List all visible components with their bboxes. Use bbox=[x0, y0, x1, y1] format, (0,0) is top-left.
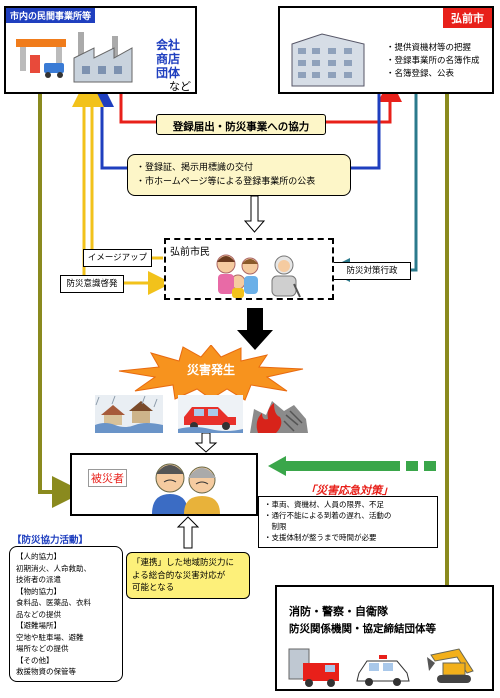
flood-icon bbox=[95, 395, 163, 433]
activity-line: 場所などの提供 bbox=[16, 644, 69, 653]
responders-line1: 消防・警察・自衛隊 bbox=[289, 605, 388, 618]
business-type: 商店 bbox=[156, 52, 181, 66]
traffic-accident-icon bbox=[178, 395, 243, 433]
emergency-item: ・車両、資機材、人員の限界、不足 bbox=[264, 500, 384, 509]
emergency-item: ・通行不能による到着の遅れ、活動の bbox=[264, 511, 392, 520]
emergency-item: ・支援体制が整うまで時間が必要 bbox=[264, 533, 377, 542]
awareness-text: 防災意識啓発 bbox=[66, 279, 118, 289]
emergency-title: 「災害応急対策」 bbox=[305, 484, 393, 497]
city-duty: ・登録事業所の名簿作成 bbox=[386, 56, 480, 66]
city-box: 弘前市 ・提供資機材等の把握 ・登録事業所の名簿作成 ・名簿登録、公表 bbox=[278, 6, 494, 94]
victims-label: 被災者 bbox=[88, 469, 127, 487]
gas-station-icon bbox=[16, 39, 66, 78]
activity-line: 【避難場所】 bbox=[16, 621, 61, 630]
admin-text: 防災対策行政 bbox=[346, 266, 398, 276]
responders-box: 消防・警察・自衛隊 防災関係機関・協定締結団体等 bbox=[275, 585, 494, 691]
cooperation-line: 可能となる bbox=[132, 583, 175, 593]
fire-truck-icon bbox=[288, 648, 339, 687]
city-duty: ・名簿登録、公表 bbox=[386, 69, 455, 79]
admin-label: 防災対策行政 bbox=[333, 262, 411, 280]
excavator-icon bbox=[427, 648, 474, 683]
family-icon bbox=[216, 254, 259, 298]
activities-box: 【人的協力】 初期消火、人命救助、 技術者の派遣 【物的協力】 食料品、医薬品、… bbox=[9, 546, 123, 682]
elderly-icon bbox=[271, 255, 301, 298]
image-up-label: イメージアップ bbox=[83, 249, 152, 267]
activities-title: 【防災協力活動】 bbox=[12, 535, 89, 546]
emergency-box: ・車両、資機材、人員の限界、不足 ・通行不能による到着の遅れ、活動の 制限 ・支… bbox=[258, 496, 438, 548]
cooperation-line: 「連携」した地域防災力に bbox=[132, 558, 235, 568]
awareness-label: 防災意識啓発 bbox=[60, 275, 124, 293]
city-hall-icon bbox=[291, 33, 365, 87]
responders-line2: 防災関係機関・協定締結団体等 bbox=[289, 623, 436, 635]
image-up-text: イメージアップ bbox=[87, 253, 148, 263]
activity-line: 技術者の派遣 bbox=[16, 575, 61, 584]
activity-line: 空地や駐車場、避難 bbox=[16, 632, 84, 642]
business-tag: 市内の民間事業所等 bbox=[6, 8, 96, 23]
disaster-label: 災害発生 bbox=[187, 363, 236, 377]
activity-line: 食料品、医薬品、衣料 bbox=[16, 598, 91, 607]
emergency-item: 制限 bbox=[264, 522, 287, 531]
cooperation-box: 「連携」した地域防災力に よる総合的な災害対応が 可能となる bbox=[126, 552, 250, 599]
victims-box: 被災者 bbox=[70, 453, 258, 516]
business-types: 会社 商店 団体 bbox=[156, 38, 180, 80]
city-tag: 弘前市 bbox=[443, 8, 492, 28]
publication-box: ・登録証、掲示用標識の交付 ・市ホームページ等による登録事業所の公表 bbox=[127, 154, 351, 196]
police-car-icon bbox=[356, 655, 410, 686]
activity-line: 【物的協力】 bbox=[16, 586, 61, 596]
registration-label: 登録届出・防災事業への協力 bbox=[172, 121, 310, 133]
registration-label-box: 登録届出・防災事業への協力 bbox=[156, 114, 326, 135]
activity-line: 救援物資の保管等 bbox=[16, 667, 76, 676]
citizens-box: 弘前市民 bbox=[164, 238, 334, 300]
activity-line: 【人的協力】 bbox=[16, 552, 61, 561]
factory-icon bbox=[73, 32, 133, 83]
activity-line: 初期消火、人命救助、 bbox=[16, 563, 91, 573]
victims-icon bbox=[152, 463, 220, 514]
fire-collapse-icon bbox=[250, 401, 308, 433]
cooperation-line: よる総合的な災害対応が bbox=[132, 570, 226, 581]
business-type: 団体 bbox=[156, 66, 181, 80]
citizens-label: 弘前市民 bbox=[170, 247, 210, 258]
activity-line: 【その他】 bbox=[16, 655, 54, 665]
publication-line: ・市ホームページ等による登録事業所の公表 bbox=[136, 177, 316, 187]
business-type: 会社 bbox=[156, 38, 181, 52]
activity-line: 品などの提供 bbox=[16, 609, 61, 619]
city-duties: ・提供資機材等の把握 ・登録事業所の名簿作成 ・名簿登録、公表 bbox=[386, 42, 480, 81]
business-suffix: など bbox=[169, 80, 191, 93]
business-box: 市内の民間事業所等 会社 商店 団体 など bbox=[4, 6, 197, 94]
city-duty: ・提供資機材等の把握 bbox=[386, 43, 472, 53]
publication-line: ・登録証、掲示用標識の交付 bbox=[136, 163, 254, 173]
